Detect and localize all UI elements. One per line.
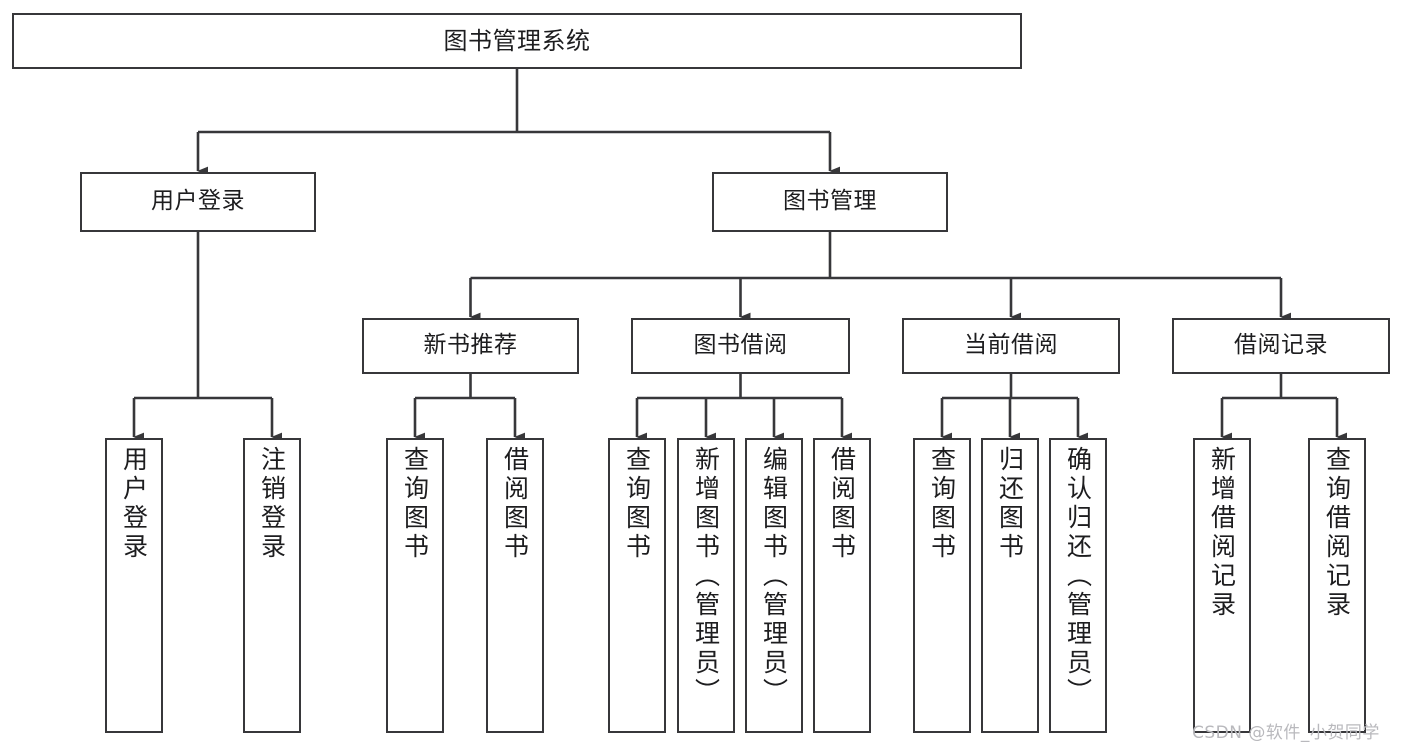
node-label: 新书推荐	[423, 332, 518, 359]
node-leaf-confirm-return[interactable]: 确认归还（管理员）	[1049, 438, 1107, 733]
node-label: 当前借阅	[964, 332, 1058, 359]
node-root[interactable]: 图书管理系统	[12, 13, 1022, 69]
node-leaf-add-record[interactable]: 新增借阅记录	[1193, 438, 1251, 733]
node-leaf-query-book-2[interactable]: 查询图书	[608, 438, 666, 733]
node-label: 查询图书	[400, 446, 430, 562]
node-label: 图书管理系统	[443, 26, 591, 55]
node-leaf-query-record[interactable]: 查询借阅记录	[1308, 438, 1366, 733]
node-user-login[interactable]: 用户登录	[80, 172, 316, 232]
node-label: 归还图书	[995, 446, 1025, 562]
node-label: 借阅记录	[1234, 332, 1328, 359]
node-leaf-logout[interactable]: 注销登录	[243, 438, 301, 733]
node-leaf-query-book-1[interactable]: 查询图书	[386, 438, 444, 733]
node-leaf-query-book-3[interactable]: 查询图书	[913, 438, 971, 733]
node-label: 查询图书	[927, 446, 957, 562]
node-leaf-borrow-book-1[interactable]: 借阅图书	[486, 438, 544, 733]
node-leaf-edit-book[interactable]: 编辑图书（管理员）	[745, 438, 803, 733]
node-label: 图书管理	[783, 188, 877, 215]
node-leaf-borrow-book-2[interactable]: 借阅图书	[813, 438, 871, 733]
node-label: 用户登录	[151, 188, 245, 215]
node-leaf-user-login[interactable]: 用户登录	[105, 438, 163, 733]
edges	[132, 69, 1348, 442]
node-label: 新增图书（管理员）	[691, 446, 721, 707]
node-label: 新增借阅记录	[1207, 446, 1237, 620]
node-label: 借阅图书	[827, 446, 857, 562]
node-label: 图书借阅	[693, 332, 788, 359]
node-leaf-return-book[interactable]: 归还图书	[981, 438, 1039, 733]
node-label: 确认归还（管理员）	[1063, 446, 1093, 707]
node-label: 查询借阅记录	[1322, 446, 1352, 620]
node-current-borrow[interactable]: 当前借阅	[902, 318, 1120, 374]
node-leaf-add-book[interactable]: 新增图书（管理员）	[677, 438, 735, 733]
node-book-manage[interactable]: 图书管理	[712, 172, 948, 232]
node-label: 借阅图书	[500, 446, 530, 562]
node-label: 查询图书	[622, 446, 652, 562]
node-book-borrow[interactable]: 图书借阅	[631, 318, 850, 374]
node-borrow-record[interactable]: 借阅记录	[1172, 318, 1390, 374]
node-label: 编辑图书（管理员）	[759, 446, 789, 707]
node-label: 用户登录	[119, 446, 149, 562]
node-new-book-recommend[interactable]: 新书推荐	[362, 318, 579, 374]
node-label: 注销登录	[257, 446, 287, 562]
